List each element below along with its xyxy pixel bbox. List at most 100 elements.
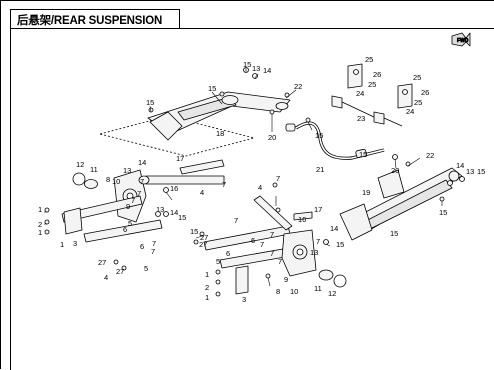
callout-17: 17 [314, 205, 322, 214]
callout-24: 24 [356, 89, 364, 98]
callout-20: 20 [268, 133, 276, 142]
fastener-set [44, 67, 465, 297]
callout-14: 14 [138, 158, 146, 167]
callout-22: 22 [426, 151, 434, 160]
callout-12: 12 [76, 160, 84, 169]
callout-3: 3 [73, 239, 77, 248]
callout-15: 15 [208, 84, 216, 93]
callout-5: 5 [216, 257, 220, 266]
callout-6: 6 [251, 236, 255, 245]
callout-5: 5 [144, 264, 148, 273]
callout-7: 7 [270, 230, 274, 239]
callout-1: 1 [38, 228, 42, 237]
callout-15: 15 [439, 208, 447, 217]
callout-11: 11 [314, 284, 322, 293]
callout-1: 1 [60, 240, 64, 249]
callout-9: 9 [126, 202, 130, 211]
left-border [10, 29, 11, 370]
fwd-arrow-icon: FWD [451, 32, 471, 47]
callout-2: 2 [205, 283, 209, 292]
callout-15: 15 [178, 213, 186, 222]
callout-25: 25 [368, 80, 376, 89]
callout-8: 8 [276, 287, 280, 296]
callout-labels: 15 13 14 22 15 15 18 20 15 21 25 26 25 2… [38, 55, 485, 304]
callout-16: 16 [298, 215, 306, 224]
callout-7: 7 [131, 196, 135, 205]
callout-3: 3 [242, 295, 246, 304]
upper-control-arm [99, 91, 291, 157]
callout-6: 6 [123, 225, 127, 234]
callout-19: 19 [362, 188, 370, 197]
callout-7: 7 [276, 174, 280, 183]
callout-7: 7 [152, 239, 156, 248]
callout-14: 14 [263, 66, 271, 75]
leader-lines [44, 67, 443, 287]
callout-5: 5 [128, 219, 132, 228]
callout-7: 7 [270, 249, 274, 258]
callout-6: 6 [140, 242, 144, 251]
fwd-label: FWD [457, 38, 469, 44]
right-trailing-arm [339, 167, 463, 241]
callout-13: 13 [156, 205, 164, 214]
callout-7: 7 [260, 240, 264, 249]
callout-25: 25 [365, 55, 373, 64]
callout-4: 4 [104, 273, 108, 282]
callout-15: 15 [336, 240, 344, 249]
callout-27: 27 [199, 240, 207, 249]
callout-26: 26 [421, 88, 429, 97]
callout-27: 27 [200, 233, 208, 242]
callout-1: 1 [205, 270, 209, 279]
callout-13: 13 [252, 64, 260, 73]
callout-12: 12 [328, 289, 336, 298]
callout-14: 14 [330, 224, 338, 233]
callout-8: 8 [106, 175, 110, 184]
callout-7: 7 [140, 177, 144, 186]
callout-13: 13 [123, 166, 131, 175]
callout-7: 7 [137, 189, 141, 198]
callout-20: 20 [391, 166, 399, 175]
callout-15: 15 [146, 98, 154, 107]
callout-7: 7 [278, 257, 282, 266]
callout-4: 4 [258, 183, 262, 192]
callout-10: 10 [112, 177, 120, 186]
callout-10: 10 [290, 287, 298, 296]
callout-7: 7 [316, 237, 320, 246]
right-knuckle [235, 229, 347, 295]
callout-14: 14 [170, 208, 178, 217]
callout-22: 22 [294, 82, 302, 91]
callout-17: 17 [176, 154, 184, 163]
callout-7: 7 [222, 180, 226, 189]
callout-24: 24 [406, 107, 414, 116]
page-title: 后悬架/REAR SUSPENSION [17, 15, 163, 27]
callout-15: 15 [359, 150, 367, 159]
callout-15: 15 [190, 227, 198, 236]
callout-16: 16 [170, 184, 178, 193]
callout-2: 2 [38, 220, 42, 229]
stabilizer-bar [285, 121, 385, 160]
callout-27: 27 [98, 258, 106, 267]
callout-25: 25 [413, 73, 421, 82]
left-lower-links [61, 159, 225, 243]
callout-9: 9 [284, 275, 288, 284]
callout-15: 15 [243, 60, 251, 69]
callout-15: 15 [390, 229, 398, 238]
callout-11: 11 [90, 165, 98, 174]
header-rule [180, 28, 494, 29]
callout-1: 1 [38, 205, 42, 214]
callout-14: 14 [456, 161, 464, 170]
title-block: 后悬架/REAR SUSPENSION [10, 9, 180, 29]
callout-1: 1 [205, 293, 209, 302]
callout-21: 21 [316, 165, 324, 174]
callout-23: 23 [357, 114, 365, 123]
callout-27: 27 [116, 267, 124, 276]
stabilizer-link-set [331, 63, 413, 127]
callout-13: 13 [466, 167, 474, 176]
callout-18: 18 [216, 129, 224, 138]
callout-4: 4 [200, 188, 204, 197]
callout-7: 7 [151, 247, 155, 256]
callout-25: 25 [414, 98, 422, 107]
callout-15: 15 [315, 131, 323, 140]
callout-15: 15 [477, 167, 485, 176]
